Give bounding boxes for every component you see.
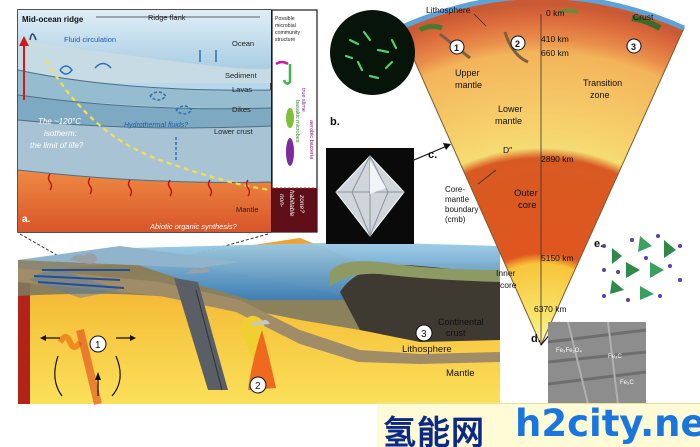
panel-b-label: b. [330, 116, 340, 128]
upper-mantle-line-2: mantle [455, 80, 482, 90]
earth-sector: 1 2 3 Lithosphere 0 km Crust 410 km 660 … [398, 0, 686, 347]
continental-line-2: crust [446, 328, 466, 338]
side-label-2: basaltic microbes [294, 100, 300, 143]
panel-a: Mid-ocean ridge Ridge flank Ocean Sedime… [17, 9, 272, 233]
side-label-1: true slime [300, 88, 306, 112]
lower-mantle-line-2: mantle [495, 116, 522, 126]
panel-c-diamond-image [326, 148, 414, 244]
block-marker-2: 2 [255, 381, 261, 392]
nonhab-line-2: habitable [288, 190, 295, 217]
depth-410: 410 km [541, 34, 569, 44]
outer-core-line-2: core [518, 200, 536, 211]
outer-core-line-1: Outer [514, 188, 538, 199]
isotherm-line-2: isotherm: [44, 129, 77, 138]
block-lithosphere-label: Lithosphere [402, 344, 452, 355]
ridge-flank-label: Ridge flank [148, 13, 186, 22]
isotherm-line-1: The ~120°C [38, 117, 81, 126]
community-line-1: Possible [275, 16, 295, 22]
micrograph-tag-1: Fe₃Fe₂O₄ [556, 348, 582, 354]
depth-5150: 5150 km [541, 253, 574, 263]
panel-c-label: c. [428, 149, 437, 161]
panel-e-lattice: e. [594, 234, 682, 302]
hydrothermal-label: Hydrothermal fluids? [124, 122, 188, 129]
panel-d-micrograph: Fe₃Fe₂O₄ Fe₃C Fe₃C [548, 322, 646, 404]
block-diagram: 1 2 3 Continental crust Lithosphere Mant… [18, 238, 500, 405]
transition-line-1: Transition [583, 78, 622, 88]
side-label-3: aerobic bacteria [308, 120, 314, 160]
watermark-banner: 氢能网 h2city.net [377, 402, 700, 447]
cmb-line-4: (cmb) [445, 215, 466, 224]
block-mantle-label: Mantle [446, 368, 475, 379]
community-line-2: microbial [275, 23, 296, 29]
cmb-line-3: boundary [445, 205, 478, 214]
mantle-label-a: Mantle [236, 205, 259, 214]
lower-mantle-line-1: Lower [498, 104, 523, 114]
depth-6370: 6370 km [534, 304, 567, 314]
block-marker-3: 3 [421, 329, 427, 340]
watermark-domain-text: h2city.net [515, 402, 700, 445]
depth-2890: 2890 km [541, 154, 574, 164]
d-double-prime: D″ [503, 145, 512, 155]
isotherm-line-3: the limit of life? [30, 141, 84, 150]
cmb-line-1: Core- [445, 185, 465, 194]
continental-line-1: Continental [438, 317, 484, 327]
nonhab-line-1: non- [278, 194, 285, 208]
watermark-chinese-text: 氢能网 [383, 413, 485, 447]
panel-d-label: d. [531, 333, 541, 345]
panel-a-community-column: Possible microbial community structure t… [271, 9, 318, 233]
transition-line-2: zone [590, 90, 610, 100]
earth-marker-2: 2 [515, 39, 520, 49]
earth-marker-1: 1 [454, 43, 459, 53]
panel-b-microbes-image [330, 10, 415, 95]
micrograph-tag-2: Fe₃C [608, 354, 622, 360]
community-line-3: community [275, 30, 300, 36]
fluid-circulation-label: Fluid circulation [64, 35, 116, 44]
inner-core-line-1: Inner [496, 268, 516, 278]
ocean-label: Ocean [232, 39, 254, 48]
block-marker-1: 1 [95, 340, 101, 351]
inner-core-line-2: core [500, 280, 517, 290]
lavas-label: Lavas [232, 85, 252, 94]
depth-660: 660 km [541, 48, 569, 58]
earth-marker-3: 3 [631, 42, 636, 52]
lower-crust-label: Lower crust [214, 127, 254, 136]
panel-a-title: Mid-ocean ridge [22, 15, 84, 24]
depth-0: 0 km [546, 8, 564, 18]
sediment-label: Sediment [225, 71, 258, 80]
upper-mantle-line-1: Upper [455, 68, 480, 78]
abiotic-label: Abiotic organic synthesis? [149, 222, 238, 231]
community-line-4: structure [275, 37, 295, 43]
panel-a-label: a. [22, 214, 31, 225]
crust-label: Crust [633, 12, 654, 22]
dikes-label: Dikes [232, 105, 251, 114]
panel-e-label: e. [594, 238, 603, 250]
nonhab-line-3: zone? [298, 194, 305, 213]
lithosphere-label: Lithosphere [426, 5, 471, 15]
cmb-line-2: mantle [445, 195, 470, 204]
micrograph-tag-3: Fe₃C [620, 380, 634, 386]
